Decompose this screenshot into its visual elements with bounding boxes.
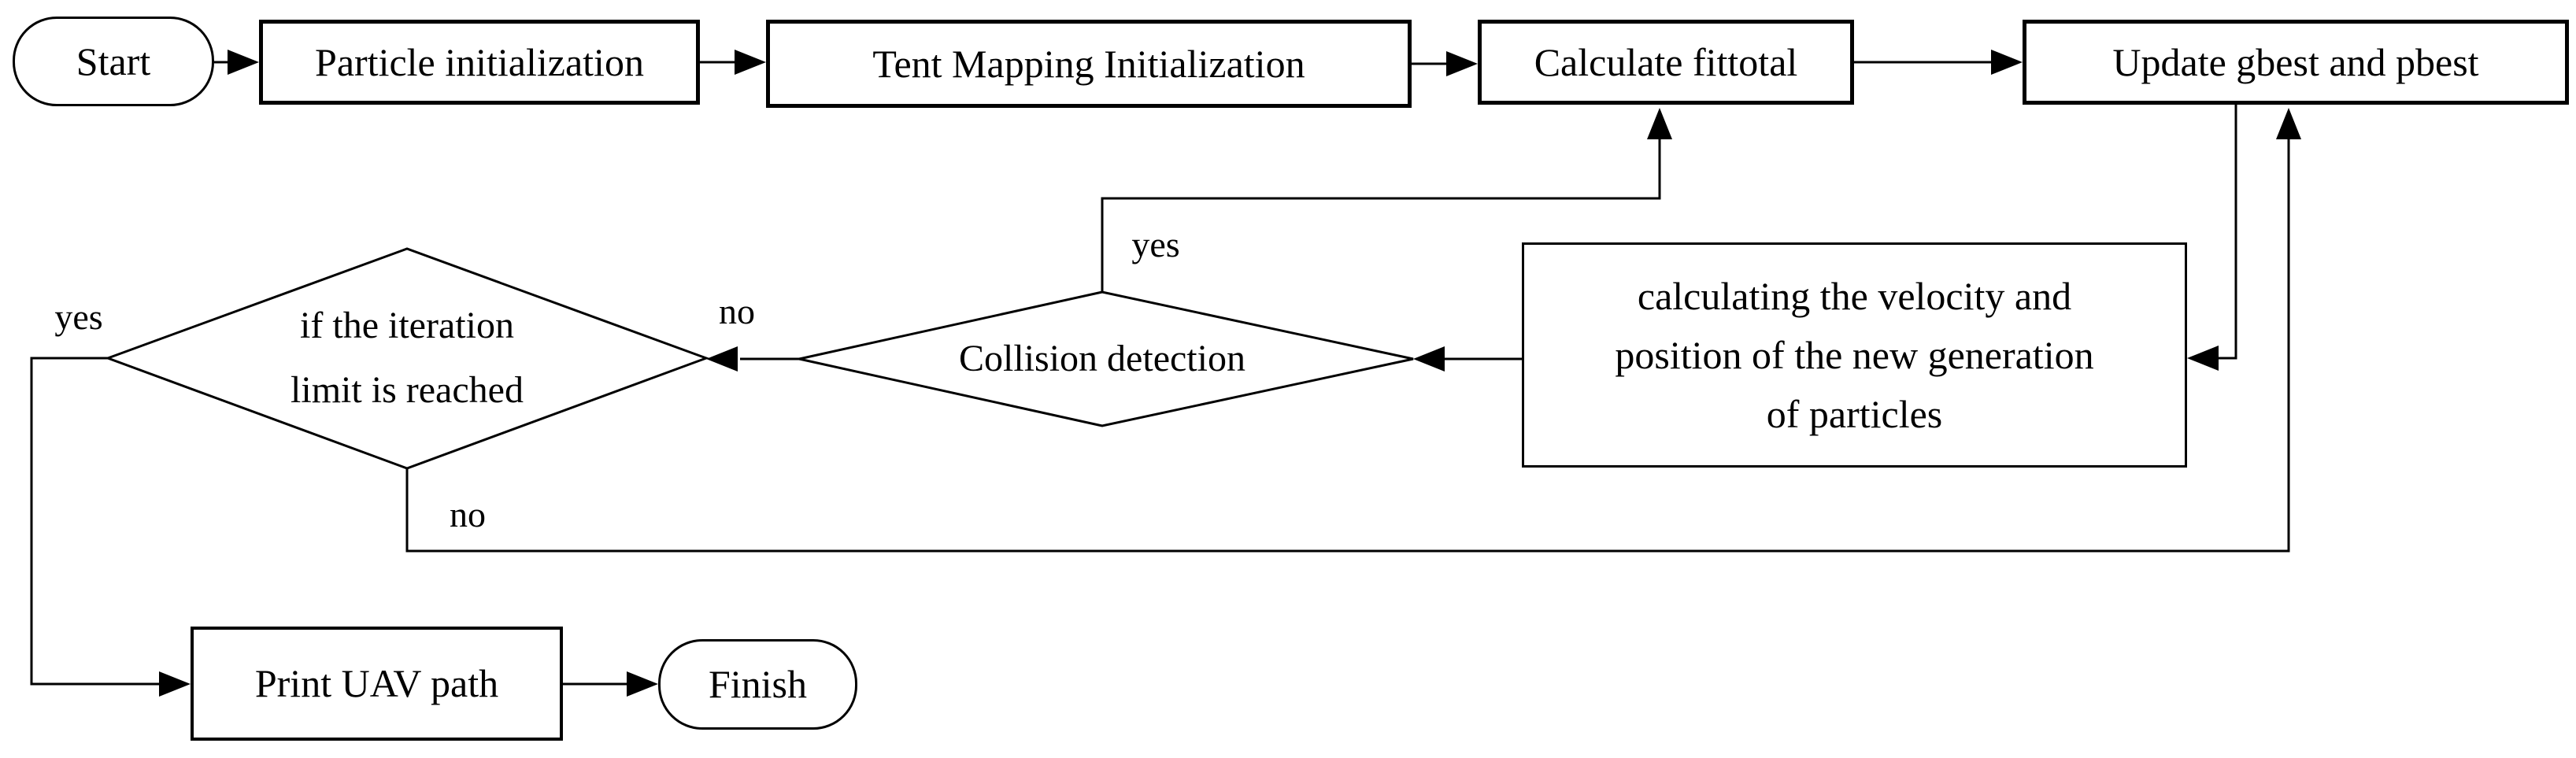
- finish-node: Finish: [658, 639, 857, 730]
- edge-update-to-velocity: [2219, 105, 2237, 360]
- arrowhead-calc-to-update: [1991, 50, 2023, 75]
- tent-mapping-node: Tent Mapping Initialization: [766, 20, 1412, 108]
- arrowhead-iteration-yes-to-print: [159, 671, 191, 697]
- particle-initialization-label: Particle initialization: [315, 39, 644, 84]
- particle-initialization-node: Particle initialization: [259, 20, 700, 105]
- arrowhead-collision-yes-to-calc: [1647, 108, 1672, 139]
- edge-iteration-yes-to-print: [30, 357, 159, 686]
- iteration-yes-label: yes: [54, 296, 103, 337]
- iteration-no-label: no: [450, 494, 486, 534]
- edge-collision-yes-to-calc: [1101, 138, 1661, 292]
- calculate-velocity-position-label: calculating the velocity and position of…: [1615, 273, 2094, 436]
- arrowhead-tent-to-calc: [1446, 51, 1478, 76]
- tent-mapping-label: Tent Mapping Initialization: [872, 41, 1305, 86]
- iteration-limit-label: if the iteration limit is reached: [291, 305, 524, 411]
- update-gbest-pbest-label: Update gbest and pbest: [2112, 39, 2479, 84]
- collision-detection-label: Collision detection: [959, 338, 1245, 380]
- collision-no-label: no: [719, 290, 755, 331]
- arrowhead-velocity-to-collision: [1413, 346, 1445, 372]
- calculate-velocity-position-node: calculating the velocity and position of…: [1522, 242, 2187, 468]
- calculate-fittotal-label: Calculate fittotal: [1534, 39, 1798, 84]
- start-node-label: Start: [76, 39, 151, 83]
- arrowhead-start-to-particle: [228, 50, 259, 75]
- calculate-fittotal-node: Calculate fittotal: [1478, 20, 1854, 105]
- update-gbest-pbest-node: Update gbest and pbest: [2023, 20, 2569, 105]
- finish-node-label: Finish: [708, 662, 808, 707]
- edge-iteration-no-to-update: [405, 138, 2290, 553]
- print-uav-path-label: Print UAV path: [254, 661, 499, 706]
- arrowhead-particle-to-tent: [735, 50, 766, 75]
- arrowhead-iteration-no-to-update: [2276, 108, 2301, 139]
- arrowhead-collision-no-to-iteration: [706, 346, 738, 372]
- iteration-decision-diamond: [104, 247, 710, 470]
- collision-yes-label: yes: [1131, 224, 1180, 264]
- start-node: Start: [13, 17, 214, 106]
- arrowhead-update-to-velocity: [2187, 346, 2219, 371]
- print-uav-path-node: Print UAV path: [191, 627, 563, 741]
- arrowhead-print-to-finish: [627, 671, 658, 697]
